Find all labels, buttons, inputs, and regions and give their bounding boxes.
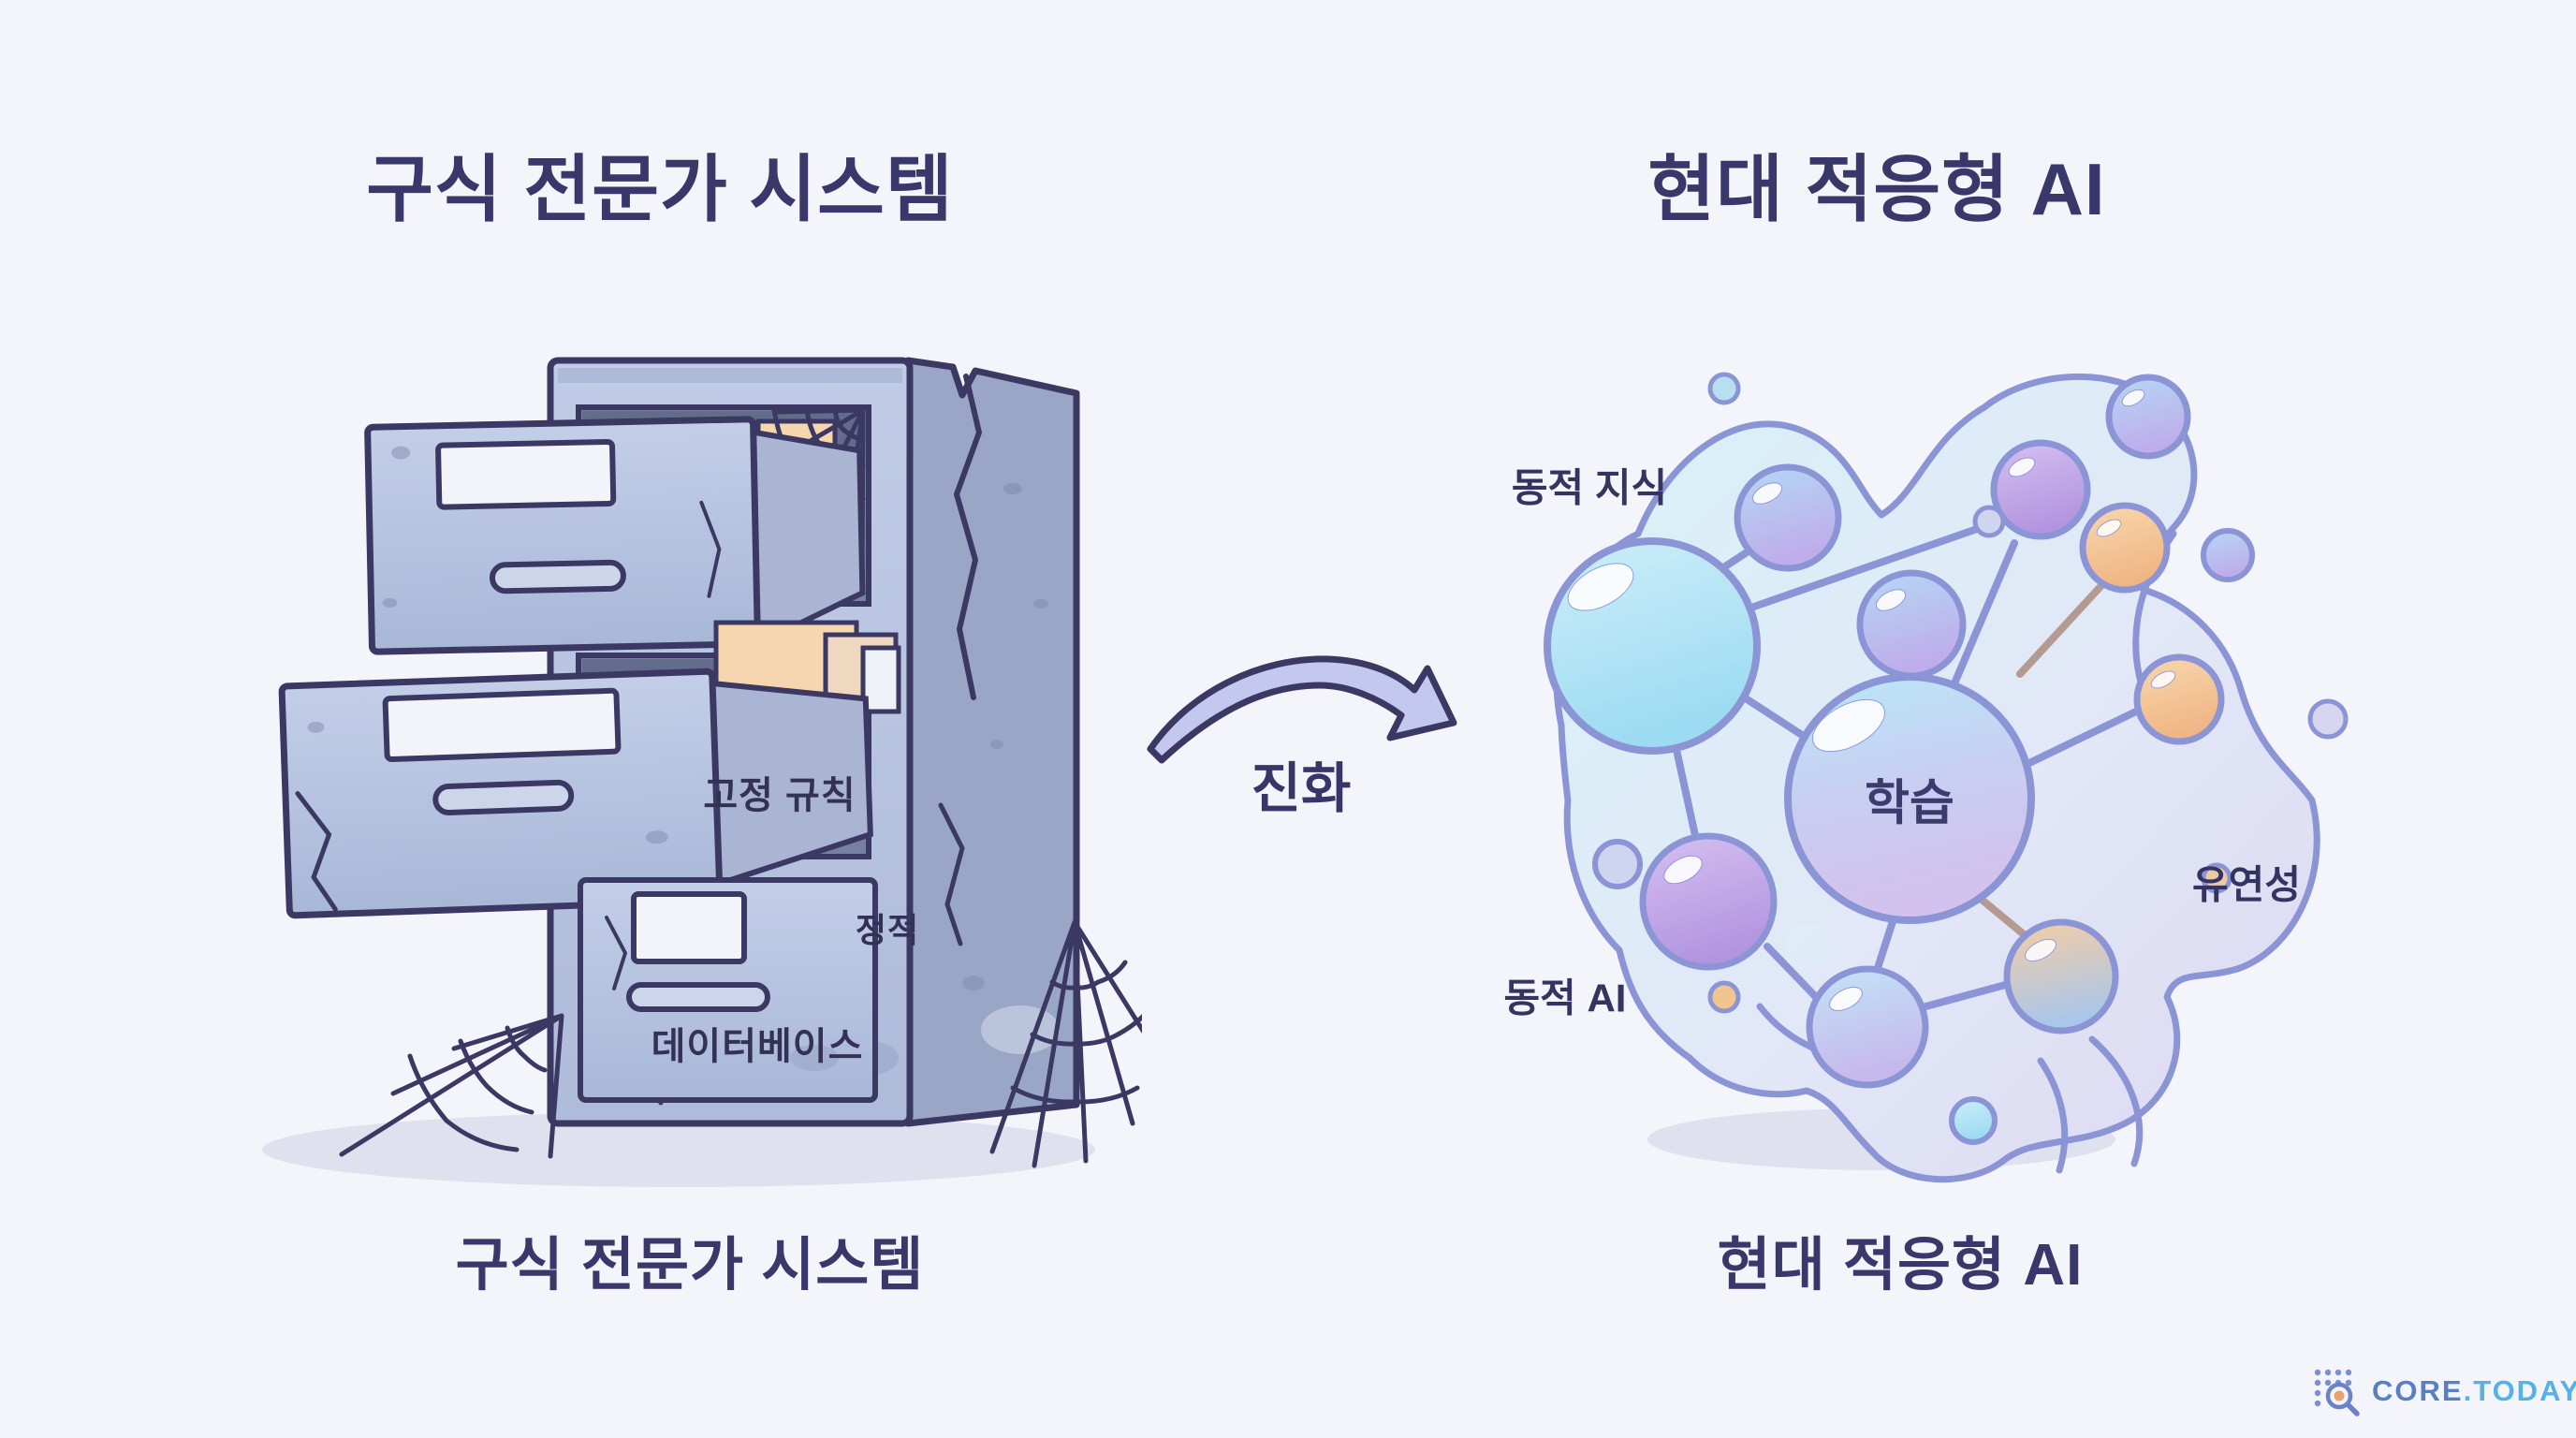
drawer-top-handle	[489, 559, 626, 594]
drawer-top-label-plate	[435, 438, 617, 510]
drawer-middle-handle	[432, 779, 575, 815]
drawer-bottom-label: 정적	[855, 911, 920, 949]
watermark-brand[interactable]: CORE.TODAY	[2310, 1365, 2576, 1417]
network-label-dynamic-ai: 동적 AI	[1503, 976, 1627, 1020]
network-label-flexibility: 유연성	[2192, 862, 2301, 907]
magnifier-grid-icon	[2314, 1369, 2360, 1416]
watermark-core-text: CORE	[2372, 1374, 2464, 1407]
adaptive-ai-network-illustration	[1544, 372, 2349, 1183]
cabinet-side	[904, 357, 1080, 1127]
filing-cabinet-illustration	[262, 357, 1142, 1187]
network-label-dynamic-knowledge: 동적 지식	[1511, 465, 1668, 510]
watermark-today-text: .TODAY	[2463, 1374, 2576, 1407]
cobweb-icon	[989, 919, 1142, 1168]
drawer-middle-label-plate	[382, 687, 622, 763]
drawer-top-label: 고정 규칙	[703, 775, 856, 816]
drawer-bottom-label-plate	[631, 891, 747, 964]
drawer-middle-label: 데이터베이스	[651, 1026, 864, 1067]
cobweb-icon	[339, 1013, 564, 1159]
drawer-bottom-handle	[626, 982, 770, 1012]
left-section-title: 구식 전문가 시스템	[366, 148, 954, 230]
drawer-bottom	[578, 877, 878, 1103]
network-bubbles	[1544, 372, 2349, 1145]
right-caption: 현대 적응형 AI	[1717, 1233, 2084, 1298]
drawer-top	[364, 416, 866, 655]
left-caption: 구식 전문가 시스템	[455, 1233, 925, 1298]
drawer-middle	[278, 668, 873, 919]
evolution-arrow-icon	[1147, 655, 1457, 764]
evolution-arrow-label: 진화	[1251, 758, 1352, 819]
network-label-learning: 학습	[1865, 776, 1954, 831]
cabinet-shadow	[262, 1112, 1095, 1187]
right-section-title: 현대 적응형 AI	[1647, 148, 2106, 230]
